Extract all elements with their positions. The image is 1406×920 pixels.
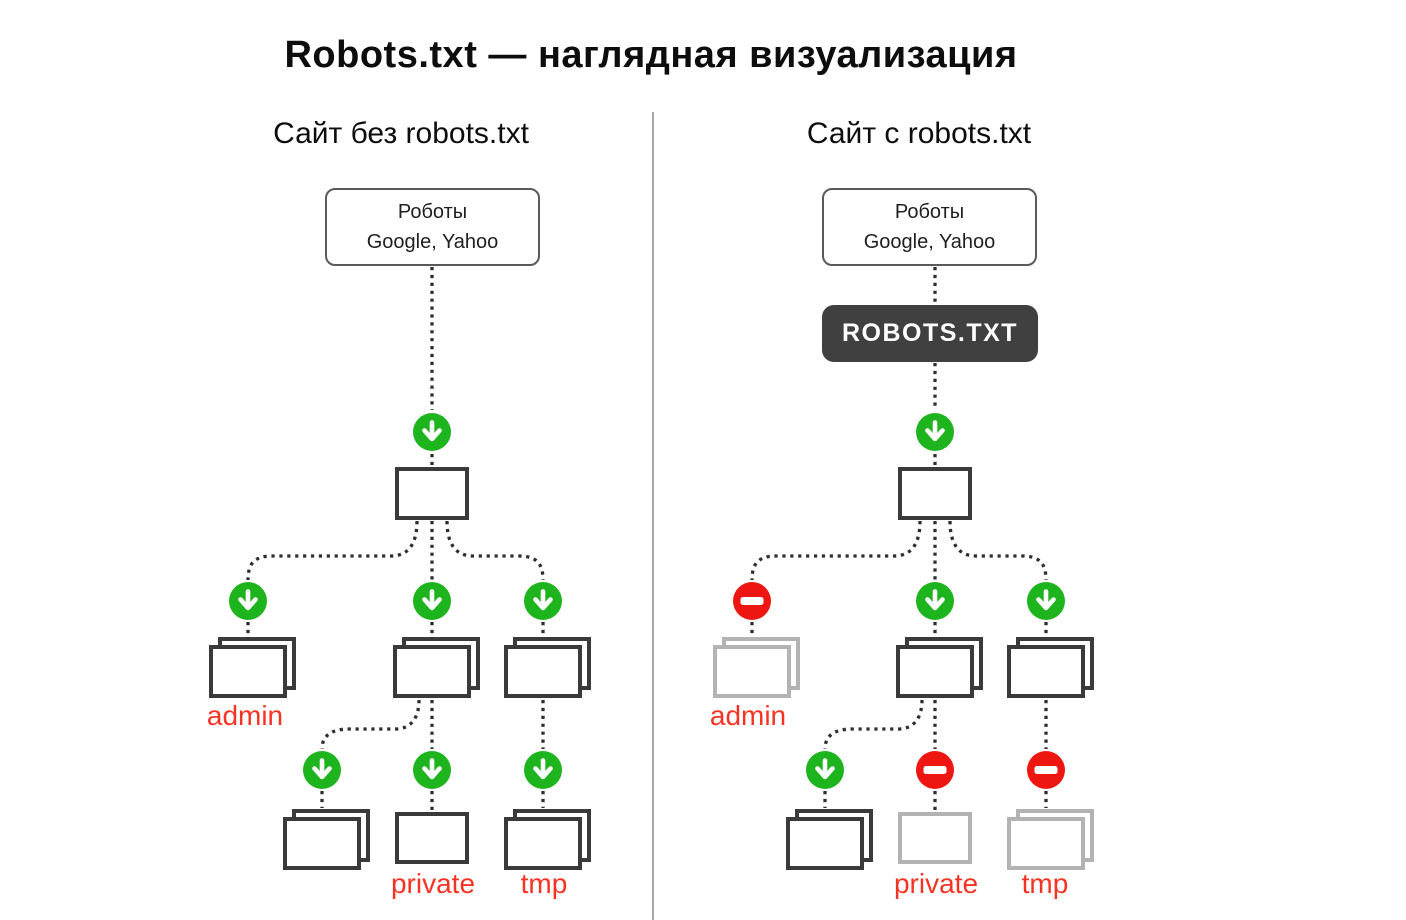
column-divider (652, 112, 654, 920)
allow-icon (413, 751, 451, 789)
connector-mid-to-sub-left (320, 699, 421, 750)
deny-icon (1027, 751, 1065, 789)
site-root-box-right (898, 467, 972, 520)
robots-box-line1: Роботы (894, 201, 965, 223)
allow-icon (524, 751, 562, 789)
folder-icon-private-right-blocked (898, 812, 972, 864)
allow-icon (303, 751, 341, 789)
allow-icon (413, 413, 451, 451)
deny-icon (916, 751, 954, 789)
robots-source-box-right: Роботы Google, Yahoo (822, 188, 1037, 266)
folder-label-tmp-left: tmp (520, 868, 568, 899)
allow-icon (524, 582, 562, 620)
allow-icon (1027, 582, 1065, 620)
folder-icon-private-left (395, 812, 469, 864)
allow-icon (916, 582, 954, 620)
connector-root-to-admin-right (750, 520, 922, 581)
folder-stack-icon-mid-left (393, 637, 480, 698)
allow-icon (806, 751, 844, 789)
folder-label-private-right: private (893, 868, 979, 899)
folder-stack-icon-admin-left (209, 637, 296, 698)
folder-stack-icon-tmp-left (504, 637, 591, 698)
right-column-header: Сайт с robots.txt (806, 117, 1032, 150)
allow-icon (229, 582, 267, 620)
connector-root-to-tmp-right (948, 520, 1048, 581)
page-title: Robots.txt — наглядная визуализация (284, 34, 1018, 76)
connector-root-to-admin-left (246, 520, 419, 581)
folder-stack-icon-sub-right (786, 809, 873, 870)
folder-stack-icon-tmp2-left (504, 809, 591, 870)
site-root-box-left (395, 467, 469, 520)
folder-label-tmp-right: tmp (1021, 868, 1069, 899)
folder-stack-icon-admin-right-blocked (713, 637, 800, 698)
folder-stack-icon-mid-right (896, 637, 983, 698)
robots-box-line2: Google, Yahoo (863, 231, 996, 253)
robots-txt-badge: ROBOTS.TXT (822, 305, 1038, 362)
allow-icon (413, 582, 451, 620)
folder-stack-icon-tmp-right (1007, 637, 1094, 698)
allow-icon (916, 413, 954, 451)
connector-mid-to-sub-right (823, 699, 924, 750)
connector-root-to-tmp-left (445, 520, 545, 581)
robots-box-line2: Google, Yahoo (366, 231, 499, 253)
folder-stack-icon-tmp2-right-blocked (1007, 809, 1094, 870)
folder-label-admin-right: admin (709, 700, 787, 731)
left-column-header: Сайт без robots.txt (273, 117, 529, 150)
deny-icon (733, 582, 771, 620)
folder-stack-icon-sub-left (283, 809, 370, 870)
folder-label-private-left: private (390, 868, 476, 899)
folder-label-admin-left: admin (206, 700, 284, 731)
robots-box-line1: Роботы (397, 201, 468, 223)
robots-source-box-left: Роботы Google, Yahoo (325, 188, 540, 266)
